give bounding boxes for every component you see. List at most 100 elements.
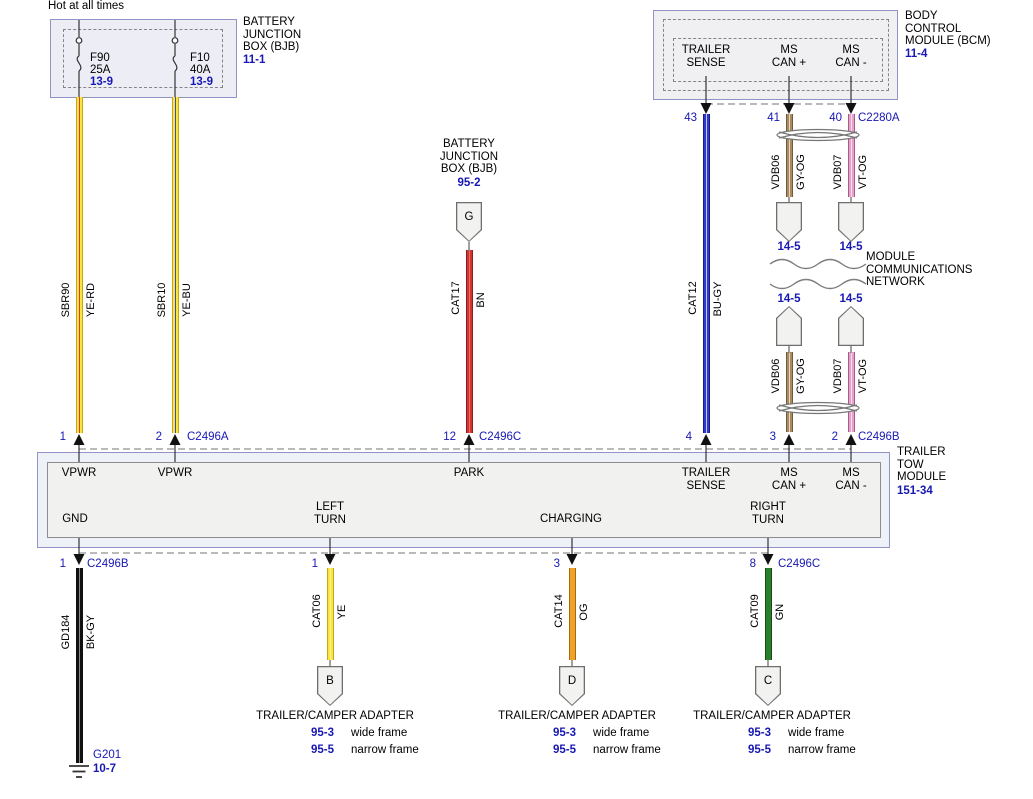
terminal-g-letter: G [464, 211, 474, 223]
network-name: MODULE COMMUNICATIONS NETWORK [866, 251, 973, 288]
adapter-b-ref-narrow: 95-5 [311, 744, 335, 756]
ttm-pin-3: 3 [769, 431, 776, 443]
adapter-d-wide-label: wide frame [593, 727, 650, 739]
terminal-g: G [456, 202, 482, 242]
ttm-port-ms-can-plus: MS CAN + [771, 467, 807, 492]
ttm-port-vpwr-1: VPWR [61, 467, 97, 479]
terminal-network-lower-left [776, 306, 802, 346]
terminal-c: C [755, 666, 781, 706]
wire-vdb07-vt-og-lower [848, 352, 855, 432]
terminal-b-letter: B [326, 675, 334, 687]
bcm-dashed-inner [673, 38, 883, 82]
bcm-name: BODY CONTROL MODULE (BCM) [905, 10, 991, 47]
wire-label-bn: BN [475, 292, 487, 308]
wire-label-cat06: CAT06 [311, 594, 323, 628]
fuse-f10-rating: 40A [190, 64, 211, 76]
ttm-pin-right-turn: 8 [749, 558, 756, 570]
ttm-pin-2: 2 [155, 431, 162, 443]
fuse-f10-ref: 13-9 [190, 76, 214, 88]
wire-label-gy-og-lower: GY-OG [795, 358, 807, 394]
ttm-port-trailer-sense: TRAILER SENSE [681, 467, 731, 492]
wire-label-bk-gy: BK-GY [85, 614, 97, 650]
bcm-port-trailer-sense: TRAILER SENSE [681, 44, 731, 69]
wire-label-gd184: GD184 [60, 614, 72, 650]
adapter-c-narrow-row: 95-5 narrow frame [748, 744, 856, 757]
network-ref-1: 14-5 [777, 241, 801, 253]
adapter-d-title: TRAILER/CAMPER ADAPTER [498, 710, 656, 722]
network-ref-2: 14-5 [839, 241, 863, 253]
ttm-down-arrow-icons [73, 554, 774, 565]
ttm-pin-2b: 2 [831, 431, 838, 443]
ground-icon [69, 765, 89, 778]
wire-gd184-bk-gy [76, 568, 83, 763]
wire-label-cat17: CAT17 [450, 281, 462, 315]
wire-vdb06-gy-og-lower [786, 352, 793, 432]
terminal-c-letter: C [763, 675, 773, 687]
ttm-connector-c2496a: C2496A [187, 431, 229, 443]
ttm-port-charging: CHARGING [540, 513, 602, 525]
trailer-tow-module-inner-box [47, 462, 881, 538]
ttm-ref: 151-34 [897, 485, 933, 497]
terminal-network-upper-right [838, 202, 864, 242]
adapter-c-narrow-label: narrow frame [788, 744, 856, 756]
wire-label-vt-og-lower: VT-OG [857, 358, 869, 394]
ttm-pin-4: 4 [685, 431, 692, 443]
ttm-connector-c2496b-top: C2496B [858, 431, 900, 443]
adapter-c-title: TRAILER/CAMPER ADAPTER [693, 710, 851, 722]
ttm-connector-c2496c-top: C2496C [479, 431, 522, 443]
ttm-name: TRAILER TOW MODULE [897, 446, 947, 483]
network-brace-icons [769, 258, 867, 290]
terminal-network-upper-left [776, 202, 802, 242]
ttm-pin-1: 1 [59, 431, 66, 443]
network-ref-4: 14-5 [839, 293, 863, 305]
terminal-network-lower-right [838, 306, 864, 346]
terminal-b: B [317, 666, 343, 706]
adapter-b-wide-row: 95-3 wide frame [311, 727, 407, 740]
wire-vdb06-gy-og-upper [786, 114, 793, 197]
adapter-d-narrow-label: narrow frame [593, 744, 661, 756]
adapter-d-ref-wide: 95-3 [553, 727, 577, 739]
ttm-connector-c2496b-bottom: C2496B [87, 558, 129, 570]
adapter-c-ref-narrow: 95-5 [748, 744, 772, 756]
adapter-d-wide-row: 95-3 wide frame [553, 727, 649, 740]
wire-vdb07-vt-og-upper [848, 114, 855, 197]
adapter-b-wide-label: wide frame [351, 727, 408, 739]
wire-sbr90-ye-rd [76, 97, 83, 433]
bjb-mid-name: BATTERY JUNCTION BOX (BJB) [439, 138, 499, 175]
terminal-d: D [559, 666, 585, 706]
wire-cat06-ye [327, 568, 334, 660]
bcm-dashed-outer [663, 19, 889, 91]
ttm-port-vpwr-2: VPWR [157, 467, 193, 479]
wire-label-bu-gy: BU-GY [712, 281, 724, 317]
terminal-d-letter: D [567, 675, 577, 687]
ttm-pin-left-turn: 1 [311, 558, 318, 570]
ground-id: G201 [93, 749, 122, 761]
bcm-pin-43: 43 [684, 112, 697, 124]
bcm-pin-40: 40 [829, 112, 842, 124]
ttm-pin-gnd: 1 [59, 558, 66, 570]
wire-label-ye-rd: YE-RD [85, 282, 97, 318]
wire-label-gy-og-upper: GY-OG [795, 154, 807, 190]
fuse-f90-ref: 13-9 [90, 76, 114, 88]
wire-label-vt-og-upper: VT-OG [857, 154, 869, 190]
body-control-module-box [653, 10, 898, 100]
ttm-port-right-turn: RIGHT TURN [750, 501, 786, 526]
network-ref-3: 14-5 [777, 293, 801, 305]
bjb-mid-ref: 95-2 [457, 177, 481, 189]
bcm-ref: 11-4 [905, 48, 928, 60]
wire-label-sbr90: SBR90 [60, 282, 72, 318]
hot-at-all-times-note: Hot at all times [48, 0, 125, 12]
bcm-connector-c2280a: C2280A [858, 112, 900, 124]
wire-label-ye: YE [336, 604, 348, 620]
wire-label-vdb07-lower: VDB07 [832, 358, 844, 394]
adapter-c-ref-wide: 95-3 [748, 727, 772, 739]
fuse-f10-id: F10 [190, 52, 210, 64]
battery-junction-box-top-dashed [63, 29, 223, 88]
fuse-f90-id: F90 [90, 52, 110, 64]
wire-cat12-bu-gy [703, 114, 710, 433]
wire-label-og: OG [578, 603, 590, 621]
adapter-b-ref-wide: 95-3 [311, 727, 335, 739]
